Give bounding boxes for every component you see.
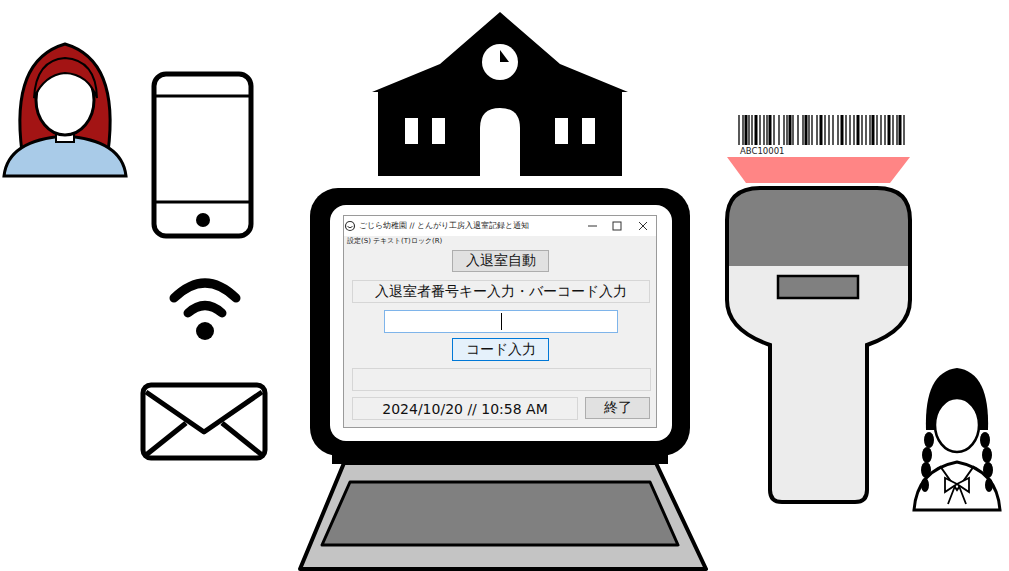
app-icon — [346, 222, 355, 231]
button-text: 2024/10/20 // 10:58 AM — [382, 401, 547, 417]
barcode — [739, 115, 904, 145]
datetime-band: 2024/10/20 // 10:58 AM — [352, 397, 578, 420]
code-input-field — [385, 311, 618, 333]
button-text: 終了 — [604, 399, 632, 417]
instruction-band: 入退室者番号キー入力・バーコード入力 — [352, 280, 650, 303]
button-text: 入退室者番号キー入力・バーコード入力 — [375, 283, 627, 301]
child-icon — [914, 368, 1000, 510]
status-band — [353, 369, 651, 391]
window-title: ごじら幼稚園 // とんがり工房入退室記録と通知 — [359, 221, 529, 231]
smartphone-icon — [154, 74, 251, 236]
menu-item: テキスト(T) — [373, 236, 411, 246]
mail-icon — [143, 385, 265, 458]
exit-button: 終了 — [585, 397, 650, 419]
window-controls — [588, 222, 647, 230]
menu-item: ロック(R) — [411, 236, 442, 246]
scan-beam — [727, 157, 910, 183]
school-icon — [372, 12, 628, 176]
button-text: コード入力 — [466, 341, 536, 359]
barcode-number: ABC10001 — [740, 146, 784, 156]
menu-item: 設定(S) — [347, 236, 371, 246]
barcode-scanner — [727, 188, 910, 502]
laptop-icon — [300, 188, 706, 569]
code-button: コード入力 — [452, 338, 549, 361]
button-text: 入退室自動 — [466, 252, 536, 270]
wifi-icon — [174, 283, 236, 340]
auto-button: 入退室自動 — [452, 250, 549, 272]
parent-icon — [4, 44, 126, 176]
